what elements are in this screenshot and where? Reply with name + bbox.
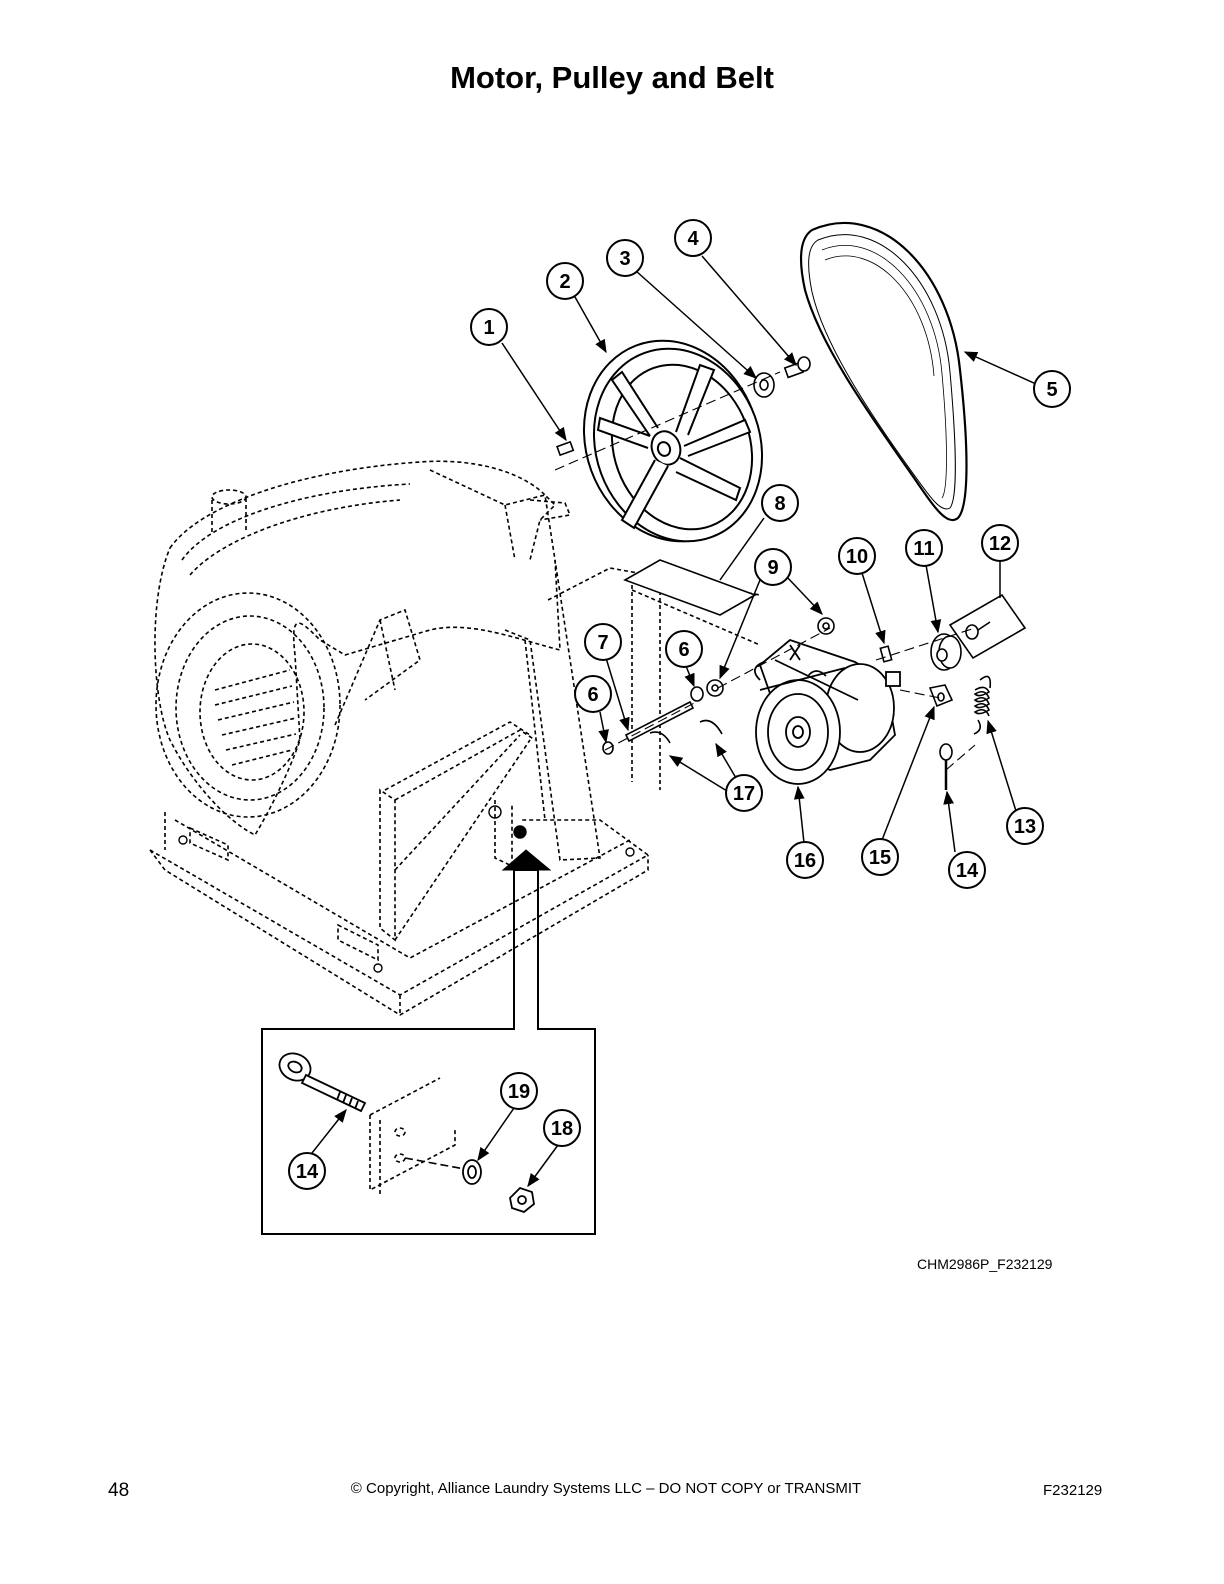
svg-text:19: 19 xyxy=(508,1081,530,1103)
svg-text:3: 3 xyxy=(619,248,630,270)
set-screw-box xyxy=(948,593,1027,660)
svg-text:17: 17 xyxy=(733,783,755,805)
tension-spring xyxy=(973,675,992,735)
callout-14-main: 14 xyxy=(948,851,986,889)
callout-18: 18 xyxy=(543,1109,581,1147)
callout-19: 19 xyxy=(500,1072,538,1110)
callout-3: 3 xyxy=(606,239,644,277)
motor-mount-plate xyxy=(623,559,757,616)
svg-text:4: 4 xyxy=(687,228,699,250)
svg-text:14: 14 xyxy=(956,860,979,882)
callout-4: 4 xyxy=(674,219,712,257)
svg-text:14: 14 xyxy=(296,1161,319,1183)
spring-bracket xyxy=(928,684,954,708)
svg-text:12: 12 xyxy=(989,533,1011,555)
callout-9: 9 xyxy=(754,548,792,586)
svg-text:9: 9 xyxy=(767,557,778,579)
svg-text:18: 18 xyxy=(551,1118,573,1140)
svg-text:8: 8 xyxy=(774,493,785,515)
copyright-notice: © Copyright, Alliance Laundry Systems LL… xyxy=(350,1480,862,1497)
frame-details xyxy=(178,805,635,973)
svg-text:6: 6 xyxy=(678,639,689,661)
shaft-key xyxy=(556,440,575,457)
document-code: F232129 xyxy=(1043,1482,1103,1499)
callout-7: 7 xyxy=(584,623,622,661)
svg-text:2: 2 xyxy=(559,271,570,293)
callout-leaders xyxy=(311,255,1037,1188)
callout-10: 10 xyxy=(838,537,876,575)
callout-15: 15 xyxy=(861,838,899,876)
page-title: Motor, Pulley and Belt xyxy=(450,60,774,95)
callout-14-inset: 14 xyxy=(288,1152,326,1190)
page-number: 48 xyxy=(108,1480,130,1501)
svg-text:13: 13 xyxy=(1014,816,1036,838)
callout-12: 12 xyxy=(981,524,1019,562)
svg-text:11: 11 xyxy=(913,538,934,560)
svg-text:15: 15 xyxy=(869,847,891,869)
callout-11: 11 xyxy=(905,529,943,567)
callout-5: 5 xyxy=(1033,370,1071,408)
hardware-parts xyxy=(556,356,1027,790)
drive-belt xyxy=(799,221,968,521)
svg-text:1: 1 xyxy=(483,317,494,339)
drive-motor xyxy=(754,638,901,785)
callout-16: 16 xyxy=(786,841,824,879)
svg-text:7: 7 xyxy=(597,632,608,654)
callout-2: 2 xyxy=(546,262,584,300)
figure-code: CHM2986P_F232129 xyxy=(917,1256,1053,1272)
callout-6-upper: 6 xyxy=(665,630,703,668)
callout-13: 13 xyxy=(1006,807,1044,845)
pulley-washer xyxy=(753,372,775,398)
svg-text:10: 10 xyxy=(846,546,868,568)
motor-pulley xyxy=(930,633,962,671)
callout-8: 8 xyxy=(761,484,799,522)
eyebolt-detail-inset xyxy=(261,849,596,1235)
callout-1: 1 xyxy=(470,308,508,346)
callout-17: 17 xyxy=(725,774,763,812)
svg-text:6: 6 xyxy=(587,684,598,706)
cotter-pins xyxy=(649,719,723,744)
eye-bolt xyxy=(939,743,953,790)
drum-pulley xyxy=(582,339,764,543)
dryer-frame-outline xyxy=(149,460,761,1016)
assembly-centerlines xyxy=(554,371,976,771)
callout-6-lower: 6 xyxy=(574,675,612,713)
mount-bushing xyxy=(706,617,835,697)
svg-text:5: 5 xyxy=(1046,379,1057,401)
svg-text:16: 16 xyxy=(794,850,816,872)
